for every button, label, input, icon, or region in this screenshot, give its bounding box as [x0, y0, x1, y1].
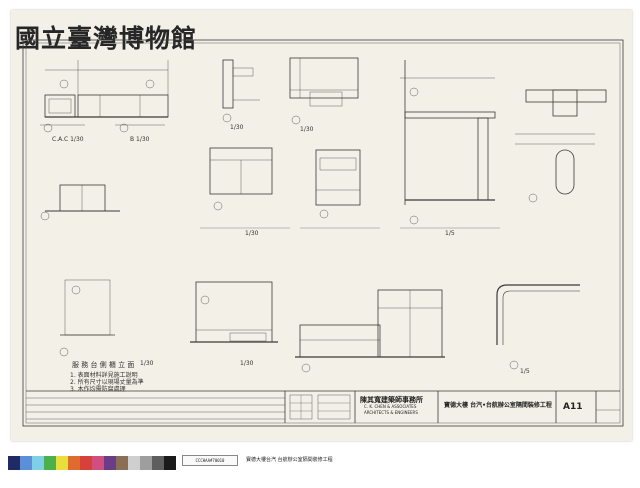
color-chip	[20, 456, 32, 470]
general-note-2: 2. 所有尺寸以現場丈量為準	[70, 379, 144, 386]
lower-elevation-title: 服 務 台 側 櫃 立 面	[72, 361, 135, 369]
archive-caption: 寶德大樓台汽 台航辦公室隔間裝修工程	[246, 457, 333, 463]
firm-subtitle-english: ARCHITECTS & ENGINEERS	[364, 410, 418, 415]
archive-label: CCCHAA#70010	[182, 455, 238, 466]
color-chip	[80, 456, 92, 470]
color-chip	[116, 456, 128, 470]
color-chip	[68, 456, 80, 470]
general-note-1: 1. 表面材料詳見施工說明	[70, 372, 138, 379]
elevation-label-2: B 1/30	[130, 136, 150, 143]
color-chip	[8, 456, 20, 470]
color-chip	[164, 456, 176, 470]
scale-label: 1/5	[445, 230, 455, 237]
color-chip	[104, 456, 116, 470]
firm-name-chinese: 陳其寬建築師事務所	[360, 396, 423, 404]
firm-name-english: C. K. CHEN & ASSOCIATES	[364, 404, 417, 409]
elevation-label-3: 1/30	[230, 124, 244, 131]
elevation-label-4: 1/30	[300, 126, 314, 133]
color-chip	[56, 456, 68, 470]
architectural-drawing	[22, 39, 624, 427]
project-title: 寶德大樓 台汽•台航辦公室隔間裝修工程	[444, 402, 552, 409]
scale-label: 1/30	[140, 360, 154, 367]
elevation-label-1: C.A.C 1/30	[52, 136, 84, 143]
color-chip	[128, 456, 140, 470]
color-chip	[44, 456, 56, 470]
color-chip	[92, 456, 104, 470]
general-note-3: 3. 木作均需防腐處理	[70, 386, 126, 393]
color-chip	[32, 456, 44, 470]
drawing-sheet: 國立臺灣博物館	[11, 10, 632, 441]
scale-label: 1/5	[520, 368, 530, 375]
scale-label: 1/30	[245, 230, 259, 237]
sheet-number: A11	[563, 402, 583, 412]
scale-label: 1/30	[240, 360, 254, 367]
color-chip	[140, 456, 152, 470]
color-chip	[152, 456, 164, 470]
museum-watermark: 國立臺灣博物館	[15, 24, 198, 53]
